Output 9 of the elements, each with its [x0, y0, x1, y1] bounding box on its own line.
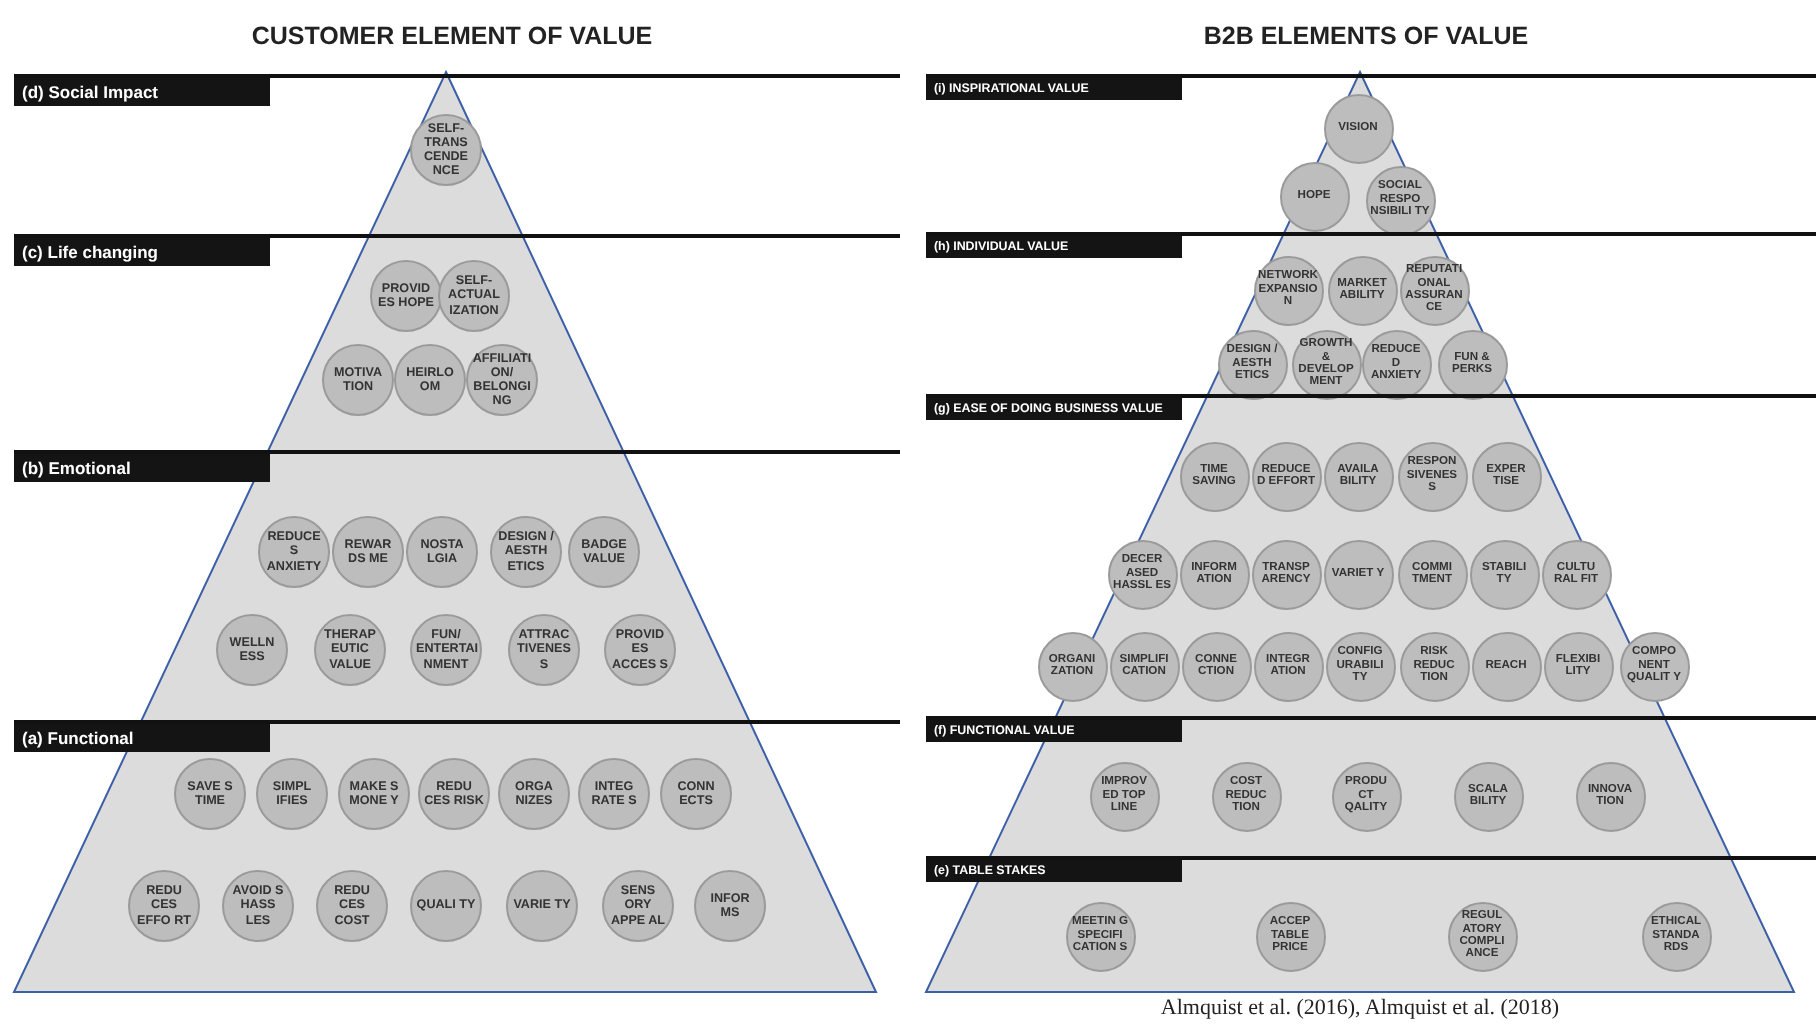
source-caption: Almquist et al. (2016), Almquist et al. (2018): [1158, 996, 1562, 1020]
pyramid-title: CUSTOMER ELEMENT OF VALUE: [249, 22, 655, 50]
section-label: (b) Emotional: [14, 454, 270, 482]
section-label: (c) Life changing: [14, 238, 270, 266]
section-label: (d) Social Impact: [14, 78, 270, 106]
section-band: [926, 232, 1816, 394]
section-band: [926, 74, 1816, 232]
pyramid-title: B2B ELEMENTS OF VALUE: [1201, 22, 1531, 50]
section-label: (a) Functional: [14, 724, 270, 752]
